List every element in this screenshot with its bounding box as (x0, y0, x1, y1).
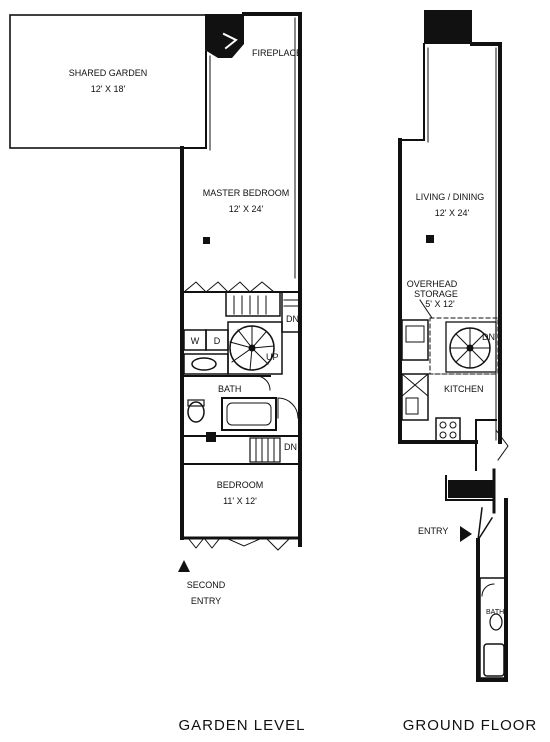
overhead-storage-label-2: STORAGE (414, 289, 458, 299)
ground-outer-right-wall (470, 42, 502, 444)
dryer (205, 329, 229, 351)
ground-stair-down-label: DN (482, 332, 495, 342)
ground-floor-caption: GROUND FLOOR (403, 717, 538, 734)
dryer-label: D (214, 336, 221, 346)
closet-doors (183, 281, 275, 293)
fireplace-label: FIREPLACE (252, 48, 302, 58)
entry-door (477, 507, 494, 541)
washer-label: W (191, 336, 200, 346)
shared-garden-area (9, 14, 207, 149)
shared-garden-dims: 12' X 18' (91, 84, 126, 94)
stair-down-lower-label: DN (284, 442, 297, 452)
kitchen-stove (435, 417, 461, 443)
stair-down-top-label: DN (286, 314, 299, 324)
garden-level-plan (9, 12, 302, 572)
master-bedroom-dims: 12' X 24' (229, 204, 264, 214)
ground-floor-labels: LIVING / DINING 12' X 24' OVERHEAD STORA… (403, 192, 538, 734)
chimney-block (424, 10, 472, 44)
overhead-storage-outline (429, 317, 499, 375)
bath-sink (191, 357, 217, 371)
lower-stair (249, 437, 281, 463)
ground-bath (479, 577, 507, 679)
overhead-storage-dims: 5' X 12' (425, 299, 455, 309)
ground-bath-toilet (489, 613, 503, 631)
living-marker (426, 235, 434, 243)
storage-shelves (225, 291, 281, 317)
hall-block (448, 480, 494, 498)
master-bedroom-marker (203, 237, 210, 244)
bedroom-label: BEDROOM (217, 480, 264, 490)
fireplace-opening (222, 32, 238, 50)
garden-window-wall (181, 51, 207, 149)
ground-bathtub (483, 643, 505, 677)
bath-label: BATH (218, 384, 241, 394)
entry-label: ENTRY (418, 526, 448, 536)
living-dining-dims: 12' X 24' (435, 208, 470, 218)
second-entry-label-1: SECOND (187, 580, 226, 590)
entry-arrow (460, 526, 472, 542)
stair-up-label: UP (266, 352, 279, 362)
kitchen-counter-lower (401, 373, 429, 421)
living-dining-label: LIVING / DINING (416, 192, 485, 202)
ground-floor-plan (398, 10, 509, 682)
kitchen-label: KITCHEN (444, 384, 484, 394)
second-entry-label-2: ENTRY (191, 596, 221, 606)
bedroom-dims: 11' X 12' (223, 496, 257, 506)
shared-garden-label: SHARED GARDEN (69, 68, 148, 78)
garden-outer-wall (242, 12, 302, 547)
bath-toilet (187, 401, 205, 423)
bathtub (221, 397, 277, 431)
ground-bath-label: BATH (486, 609, 504, 616)
second-entry-arrow (178, 560, 190, 572)
garden-level-caption: GARDEN LEVEL (178, 717, 305, 734)
closet-block (206, 432, 216, 442)
kitchen-counter-upper (401, 319, 429, 361)
master-bedroom-label: MASTER BEDROOM (203, 188, 290, 198)
fireplace-block (205, 14, 244, 58)
garden-level-labels: SHARED GARDEN 12' X 18' FIREPLACE MASTER… (69, 48, 305, 734)
overhead-storage-label-1: OVERHEAD (407, 279, 458, 289)
